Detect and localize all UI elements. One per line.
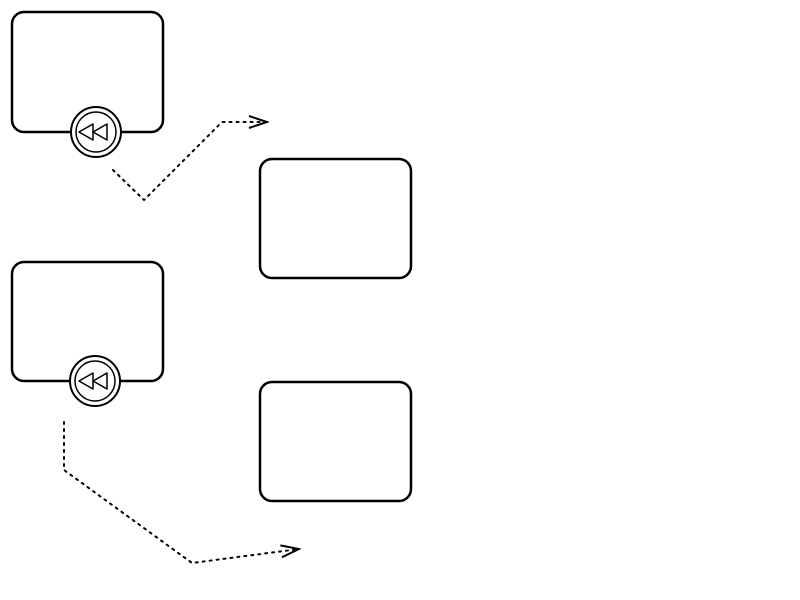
activity-box-2[interactable] bbox=[258, 157, 413, 280]
association-connector-1[interactable] bbox=[112, 122, 267, 202]
compensation-icon bbox=[78, 372, 108, 390]
compensation-icon bbox=[78, 123, 108, 141]
compensation-boundary-event-1[interactable] bbox=[70, 106, 122, 158]
association-connector-2[interactable] bbox=[63, 421, 299, 565]
compensation-boundary-event-2[interactable] bbox=[69, 355, 121, 407]
activity-box-4[interactable] bbox=[258, 380, 413, 503]
